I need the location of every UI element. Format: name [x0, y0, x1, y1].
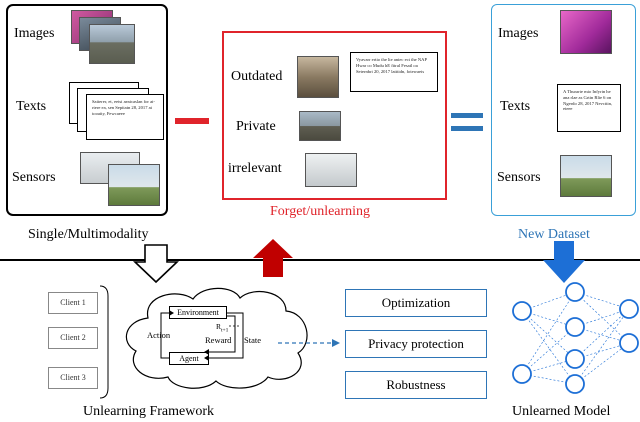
new-sensors-label: Sensors: [497, 170, 541, 185]
unlearned-model-network: [512, 282, 639, 394]
new-image: [560, 10, 612, 54]
client-1-box: Client 1: [48, 292, 98, 314]
new-dataset-panel: [491, 4, 636, 216]
down-blue-arrow: [543, 241, 585, 283]
private-image: [299, 111, 341, 141]
new-sensor-image: [560, 155, 612, 197]
single-sensors-label: Sensors: [12, 170, 56, 185]
client-2-box: Client 2: [48, 327, 98, 349]
privacy-protection-box: Privacy protection: [345, 330, 487, 358]
new-text-card: A Thurarte mio Infyrin he ana rlae as Gr…: [557, 84, 621, 132]
minus-operator: [175, 118, 209, 124]
irrelevant-sensor-image: [305, 153, 357, 187]
new-texts-label: Texts: [500, 99, 531, 114]
reward-next-label: Rt+1: [216, 322, 228, 334]
single-images-label: Images: [14, 26, 55, 41]
text-card-single: Saiterer, et, eetsi aeaicaslan for ai-rt…: [86, 94, 164, 140]
reward-next-subscript: t+1: [221, 327, 229, 334]
down-hollow-arrow: [133, 244, 179, 284]
unlearned-model-caption: Unlearned Model: [512, 404, 611, 419]
forget-panel: [222, 31, 447, 200]
image-stack-front: [89, 24, 135, 64]
framework-caption: Unlearning Framework: [83, 404, 215, 419]
client-3-box: Client 3: [48, 367, 98, 389]
new-images-label: Images: [498, 26, 539, 41]
forget-outdated-label: Outdated: [231, 69, 283, 84]
forget-text-card: Vyavarr ertio the lie aniec ect the NAP …: [350, 52, 438, 92]
agent-box: Agent: [169, 352, 209, 365]
sensor-image-front: [108, 164, 160, 206]
client-bracket: [99, 285, 109, 399]
robustness-box: Robustness: [345, 371, 487, 399]
section-divider: [0, 259, 640, 261]
single-modality-panel: [6, 4, 168, 216]
single-modality-caption: Single/Multimodality: [28, 227, 149, 242]
action-label: Action: [147, 330, 171, 340]
environment-box: Environment: [169, 306, 227, 319]
forget-private-label: Private: [236, 119, 276, 134]
dashed-arrow: [278, 339, 340, 347]
outdated-image: [297, 56, 339, 98]
new-dataset-caption: New Dataset: [518, 227, 590, 242]
reward-label: Reward: [205, 335, 232, 345]
rl-loop-arrows: [160, 310, 244, 361]
forget-caption: Forget/unlearning: [270, 204, 371, 219]
reward-next-symbol: R: [216, 322, 222, 331]
equals-operator: [451, 113, 483, 131]
up-red-arrow: [253, 239, 293, 277]
state-label: State: [244, 335, 261, 345]
forget-irrelevant-label: irrelevant: [228, 161, 282, 176]
single-texts-label: Texts: [16, 99, 47, 114]
optimization-box: Optimization: [345, 289, 487, 317]
